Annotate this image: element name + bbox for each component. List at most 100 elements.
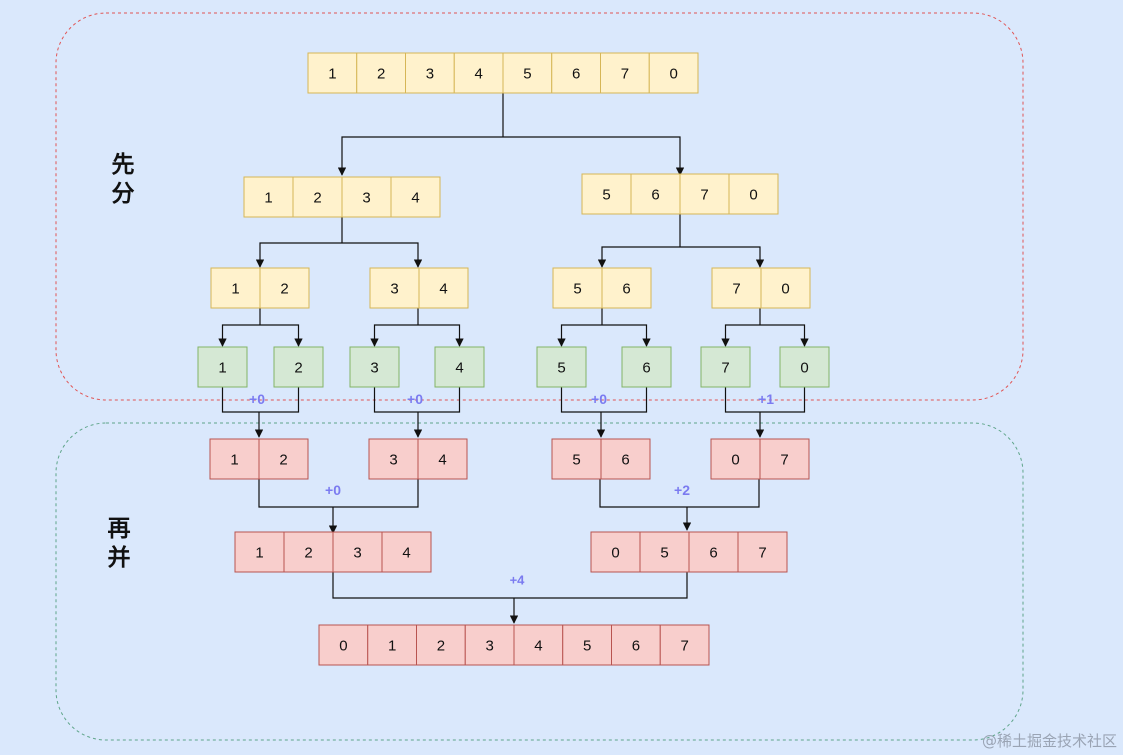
- array-cell: [590, 531, 641, 573]
- cell-value: 4: [474, 66, 482, 83]
- connector-line: [370, 324, 418, 347]
- connector-line: [258, 479, 419, 508]
- connector-line: [721, 324, 760, 347]
- connector-line: [760, 324, 809, 347]
- cell-value: 3: [370, 360, 378, 377]
- array-cell: [710, 438, 761, 480]
- cell-value: 6: [622, 281, 630, 298]
- connector-line: [418, 324, 464, 347]
- cell-value: 6: [642, 360, 650, 377]
- split-phase-box: [55, 12, 1024, 401]
- array-cell: [611, 624, 661, 666]
- cell-value: 6: [651, 187, 659, 204]
- connector-line: [602, 324, 651, 347]
- cell-value: 7: [758, 545, 766, 562]
- connector-lines: [218, 93, 809, 624]
- array-cell: [273, 346, 324, 388]
- cell-value: 3: [390, 281, 398, 298]
- cell-value: 1: [255, 545, 263, 562]
- cell-value: 3: [389, 452, 397, 469]
- merge-offset-annotation: +4: [510, 573, 526, 588]
- array-cell: [416, 624, 466, 666]
- array-cell: [536, 346, 587, 388]
- cell-value: 4: [439, 281, 447, 298]
- connector-line: [560, 387, 648, 413]
- cell-value: 1: [231, 281, 239, 298]
- cell-value: 1: [218, 360, 226, 377]
- array-cell: [259, 267, 310, 309]
- cell-value: 2: [304, 545, 312, 562]
- cell-value: 2: [279, 452, 287, 469]
- cell-value: 0: [339, 638, 347, 655]
- array-cell: [197, 346, 248, 388]
- array-cell: [367, 624, 417, 666]
- cell-value: 0: [731, 452, 739, 469]
- array-cell: [562, 624, 612, 666]
- connector-line: [255, 242, 342, 268]
- connector-line: [337, 136, 503, 176]
- merge-offset-annotation: +0: [591, 391, 607, 407]
- merge-offset-annotation: +0: [407, 391, 423, 407]
- array-cell: [760, 267, 811, 309]
- array-cell: [453, 52, 504, 94]
- merge-label-char-2: 并: [107, 545, 131, 571]
- cell-value: 0: [669, 66, 677, 83]
- split-leaf-4: 4: [434, 346, 485, 388]
- cell-value: 1: [328, 66, 336, 83]
- array-cell: [243, 176, 294, 218]
- cell-value: 2: [313, 190, 321, 207]
- cell-value: 3: [353, 545, 361, 562]
- array-cell: [700, 346, 751, 388]
- cell-value: 5: [523, 66, 531, 83]
- cell-value: 0: [781, 281, 789, 298]
- array-cell: [600, 438, 651, 480]
- cell-value: 5: [573, 281, 581, 298]
- array-cell: [307, 52, 358, 94]
- connector-line: [373, 387, 461, 413]
- connector-line: [260, 324, 303, 347]
- split-phase-label: 先 分: [108, 151, 138, 209]
- merge-offset-annotation: +0: [325, 482, 341, 498]
- array-cell: [405, 52, 455, 94]
- cell-value: 6: [621, 452, 629, 469]
- cell-value: 1: [264, 190, 272, 207]
- array-cell: [417, 438, 468, 480]
- array-cell: [621, 346, 672, 388]
- connector-line: [221, 387, 300, 413]
- cell-value: 6: [709, 545, 717, 562]
- cell-value: 7: [621, 66, 629, 83]
- connector-line: [599, 479, 760, 508]
- array-cell: [551, 52, 601, 94]
- connector-line: [680, 246, 765, 268]
- array-cell: [648, 52, 699, 94]
- connector-line: [724, 387, 806, 413]
- cell-value: 0: [749, 187, 757, 204]
- connector-line: [342, 242, 423, 268]
- cell-value: 7: [680, 638, 688, 655]
- connector-line: [557, 324, 602, 347]
- array-cell: [513, 624, 564, 666]
- array-cell: [418, 267, 469, 309]
- merge-phase-label: 再 并: [104, 515, 134, 573]
- array-cell: [737, 531, 788, 573]
- split-label-char-1: 先: [111, 152, 135, 178]
- array-cell: [332, 531, 383, 573]
- split-leaf-7: 7: [700, 346, 751, 388]
- connector-line: [332, 572, 688, 599]
- array-cell: [639, 531, 690, 573]
- merge-offset-annotation: +0: [249, 391, 265, 407]
- cell-value: 4: [438, 452, 446, 469]
- cell-value: 7: [732, 281, 740, 298]
- array-cell: [779, 346, 830, 388]
- cell-value: 5: [557, 360, 565, 377]
